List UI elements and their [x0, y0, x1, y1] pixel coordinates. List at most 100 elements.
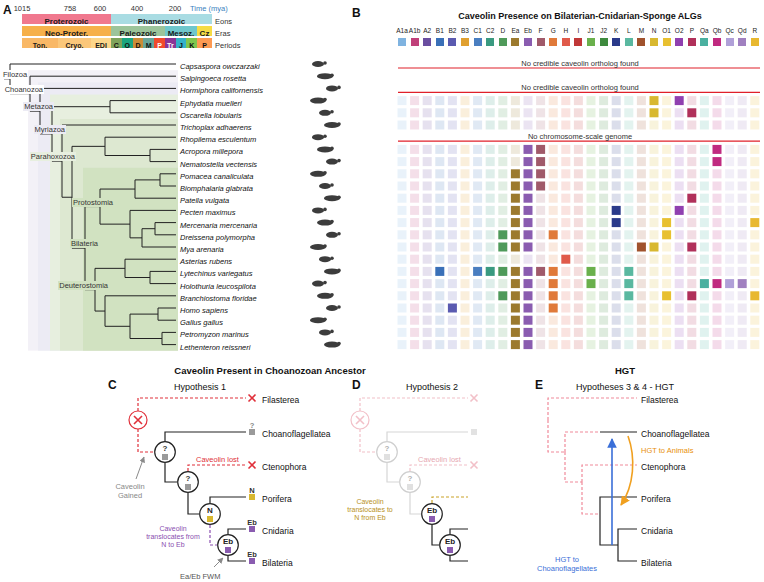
alg-cell — [410, 206, 419, 215]
organism-silhouette — [310, 98, 326, 104]
alg-cell — [536, 108, 545, 117]
alg-cell — [599, 145, 608, 154]
timescale-band: Ton. — [22, 38, 58, 48]
caveolin-present-cell — [713, 157, 722, 166]
taxon-name: Porifera — [262, 494, 292, 504]
alg-cell — [561, 267, 570, 276]
alg-cell — [624, 243, 633, 252]
taxon-name-box: Bilateria — [262, 552, 293, 570]
alg-cell — [700, 108, 709, 117]
state-letter-box: Eb — [247, 511, 257, 529]
alg-cell — [624, 182, 633, 191]
alg-cell — [423, 206, 432, 215]
alg-cell — [549, 96, 558, 105]
alg-cell — [750, 316, 759, 325]
alg-column-head: N — [648, 26, 660, 46]
alg-cell — [435, 96, 444, 105]
alg-cell — [423, 316, 432, 325]
alg-cell — [536, 328, 545, 337]
alg-cell — [650, 340, 659, 349]
species-name-box: Asterias rubens — [180, 250, 232, 268]
species-name-box: Rhopilema esculentum — [180, 128, 256, 146]
alg-cell — [574, 230, 583, 239]
alg-cell — [687, 121, 696, 130]
alg-cell — [725, 157, 734, 166]
alg-cell — [637, 316, 646, 325]
alg-cell — [410, 182, 419, 191]
state-label: ? — [399, 471, 421, 483]
alg-cell — [637, 194, 646, 203]
absence-note: No chromosome-scale genome — [528, 132, 632, 141]
alg-cell — [549, 340, 558, 349]
alg-cell — [587, 328, 596, 337]
tree-branch — [618, 545, 637, 561]
alg-cell — [738, 121, 747, 130]
alg-column-head: J1 — [585, 26, 597, 46]
alg-cell — [473, 169, 482, 178]
alg-cell — [662, 267, 671, 276]
taxon-name: Porifera — [641, 494, 671, 504]
legend-swatch — [398, 38, 406, 46]
alg-cell — [700, 96, 709, 105]
alg-cell — [599, 157, 608, 166]
hypothesis-title-box: Hypothesis 2 — [406, 376, 458, 394]
alg-name: R — [745, 26, 764, 35]
circle-shape — [178, 472, 199, 493]
organism-silhouette — [337, 269, 341, 273]
alg-cell — [398, 96, 407, 105]
alg-cell — [612, 145, 621, 154]
band-label: Tr — [167, 41, 174, 51]
legend-swatch — [612, 38, 620, 46]
clade-shade — [28, 70, 178, 350]
alg-cell — [574, 328, 583, 337]
event-note: Caveolin lost — [196, 455, 239, 464]
caveolin-present-cell — [524, 145, 533, 154]
caveolin-present-cell — [473, 267, 482, 276]
caveolin-present-cell — [511, 194, 520, 203]
hgt-arrow — [621, 436, 633, 505]
tree-branch — [110, 100, 176, 101]
alg-cell — [587, 340, 596, 349]
alg-name: A2 — [417, 26, 437, 35]
organism-silhouette — [330, 147, 334, 151]
caveolin-present-cell — [511, 169, 520, 178]
caveolin-present-cell — [700, 279, 709, 288]
caveolin-present-cell — [549, 304, 558, 313]
alg-cell — [738, 206, 747, 215]
state-letter: N — [249, 486, 254, 495]
alg-cell — [750, 279, 759, 288]
loss-cross — [471, 462, 478, 469]
hgt-arrow — [611, 439, 613, 545]
caveolin-present-cell — [713, 145, 722, 154]
legend-swatch — [537, 38, 545, 46]
alg-cell — [700, 194, 709, 203]
alg-cell — [473, 157, 482, 166]
alg-cell — [435, 291, 444, 300]
clade-name-box: Choanozoa — [4, 78, 44, 96]
alg-cell — [612, 279, 621, 288]
tree-branch — [110, 112, 176, 113]
alg-column-head: B2 — [446, 26, 458, 46]
legend-swatch — [486, 38, 494, 46]
alg-cell — [650, 206, 659, 215]
alg-cell — [423, 279, 432, 288]
timescale-band: Phanerozoic — [111, 14, 212, 24]
alg-cell — [599, 230, 608, 239]
alg-cell — [561, 169, 570, 178]
alg-name: J1 — [581, 26, 601, 35]
alg-cell — [398, 279, 407, 288]
tree-edge — [188, 493, 199, 514]
species-name: Lytechinus variegatus — [180, 269, 252, 278]
alg-cell — [687, 230, 696, 239]
organism-silhouette — [323, 134, 327, 138]
alg-cell — [738, 255, 747, 264]
clade-name: Metazoa — [23, 102, 54, 111]
alg-cell — [599, 328, 608, 337]
alg-cell — [650, 230, 659, 239]
alg-column-head: K — [610, 26, 622, 46]
alg-cell — [750, 340, 759, 349]
organism-silhouette — [330, 293, 334, 297]
alg-cell — [461, 121, 470, 130]
alg-cell — [700, 328, 709, 337]
alg-cell — [435, 194, 444, 203]
